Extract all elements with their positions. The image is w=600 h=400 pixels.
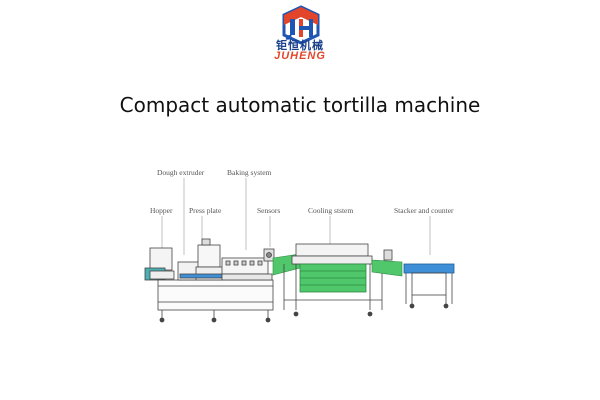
hopper-unit [144,247,175,281]
exit-conveyor [371,259,403,277]
company-logo [282,5,320,45]
leader-lines [161,178,431,255]
label-dough-extruder: Dough extruder [157,168,205,177]
label-hopper: Hopper [150,206,173,215]
brand-name-chinese: 钜恒机械 [276,39,324,52]
sensor-unit [263,248,275,262]
machine-diagram: Dough extruder Baking system Hopper Pres… [144,168,455,323]
label-stacker-counter: Stacker and counter [394,206,454,215]
label-cooling-system: Cooling ststem [308,206,353,215]
baking-oven [221,257,273,281]
logo-hexagon-icon [282,5,320,45]
page-title: Compact automatic tortilla machine [119,93,481,117]
brand-name-english: JUHENG [274,50,326,62]
cooling-system-unit [283,243,393,317]
label-baking-system: Baking system [227,168,272,177]
label-press-plate: Press plate [189,206,222,215]
press-baking-frame [157,279,274,323]
stacker-counter-unit [403,263,455,309]
label-sensors: Sensors [257,206,280,215]
press-plate-unit [177,238,225,281]
